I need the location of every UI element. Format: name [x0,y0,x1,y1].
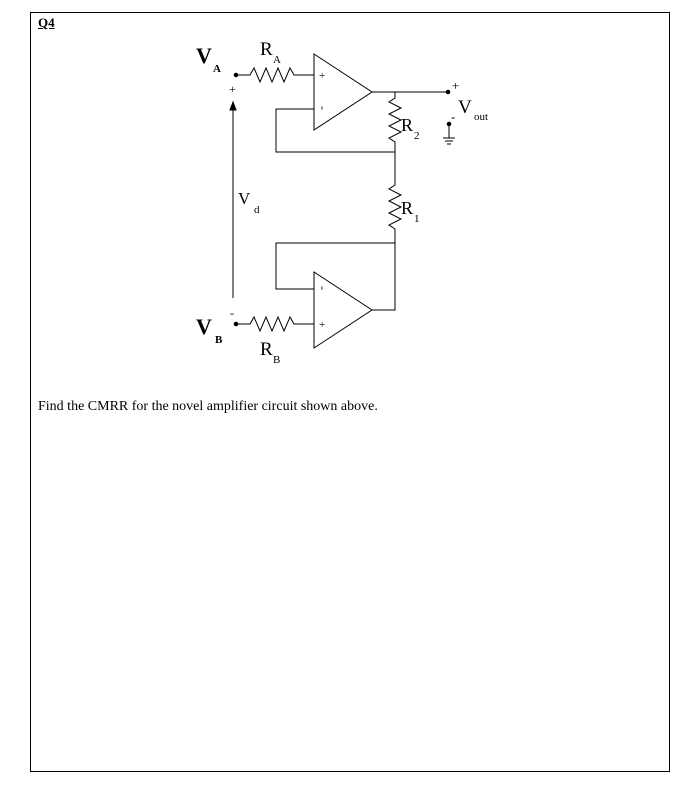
label-vout-minus: - [451,109,455,124]
label-vb-minus: - [230,306,234,320]
opamp-bottom-plus-sign: + [319,319,325,331]
label-vb: V [196,314,212,339]
terminal-vb [233,321,239,327]
label-vd-sub: d [254,204,260,216]
label-rb-sub: B [273,354,280,366]
label-r1-sub: 1 [414,213,420,225]
question-frame [30,12,670,772]
resistor-ra [237,66,314,84]
resistor-r1 [372,152,403,311]
label-vd: V [238,189,251,208]
opamp-top-minus-sign: - [316,106,330,110]
question-text: Find the CMRR for the novel amplifier ci… [38,399,378,414]
terminal-va [233,72,239,78]
opamp-bottom-minus-sign: - [316,286,330,290]
arrow-vd-head [229,100,237,111]
label-va-sub: A [213,63,221,75]
wire-bottom-feedback [275,242,395,290]
label-ra-sub: A [273,54,281,66]
label-vout-sub: out [474,111,488,123]
opamp-top [313,53,373,131]
label-vout: V [458,97,472,118]
resistor-rb [237,315,314,333]
wire-top-feedback [275,108,395,153]
terminal-vout-plus [445,89,451,95]
question-label: Q4 [38,15,55,30]
opamp-top-plus-sign: + [319,70,325,82]
label-r2: R [401,115,413,135]
label-vout-plus: + [452,78,459,93]
opamp-bottom [313,271,373,349]
label-vb-sub: B [215,334,223,346]
label-r2-sub: 2 [414,130,420,142]
label-va: V [196,43,212,68]
label-ra: R [260,39,273,60]
label-va-plus: + [229,82,236,96]
resistor-r2 [387,92,403,152]
label-r1: R [401,198,413,218]
label-rb: R [260,339,273,360]
